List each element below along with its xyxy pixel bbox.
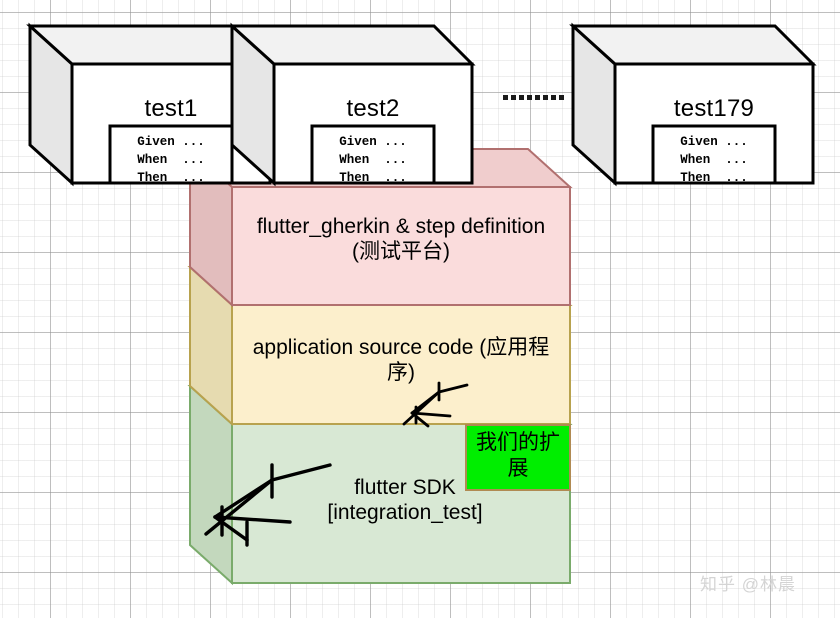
test-cube-test179 [569,22,817,187]
flutter-logo-mark-large [204,463,332,547]
extension-highlight-label: 我们的扩展 [476,431,560,480]
sdk-layer-label: flutter SDK [integration_test] [327,476,483,524]
test-cube-test1-label: test1 [144,95,198,122]
test-cube-test1-gherkin-text: Given ... When ... Then ... [137,135,205,185]
test-cube-test179-gherkin-text: Given ... When ... Then ... [680,135,748,185]
test-cube-test2-gherkin-box [310,124,436,185]
app-layer-label: application source code (应用程序) [252,336,550,384]
watermark: 知乎 @林晨 [700,575,796,594]
gherkin-layer-front-face [231,186,571,306]
test-cube-test2-label: test2 [346,95,400,122]
test-cube-test2-gherkin-text: Given ... When ... Then ... [339,135,407,185]
test-cube-test179-top-face [569,24,817,66]
app-layer-front-face [231,304,571,425]
gherkin-layer-label: flutter_gherkin & step definition (测试平台) [256,215,546,263]
extension-highlight-box [465,424,571,491]
test-cube-test179-gherkin-box [651,124,777,185]
ellipsis-dots [503,95,564,100]
test-cube-test179-label: test179 [673,95,755,122]
flutter-logo-mark-small [402,381,469,428]
test-cube-test1-gherkin-box [108,124,234,185]
test-cube-test2-top-face [228,24,476,66]
test-cube-test2 [228,22,476,187]
